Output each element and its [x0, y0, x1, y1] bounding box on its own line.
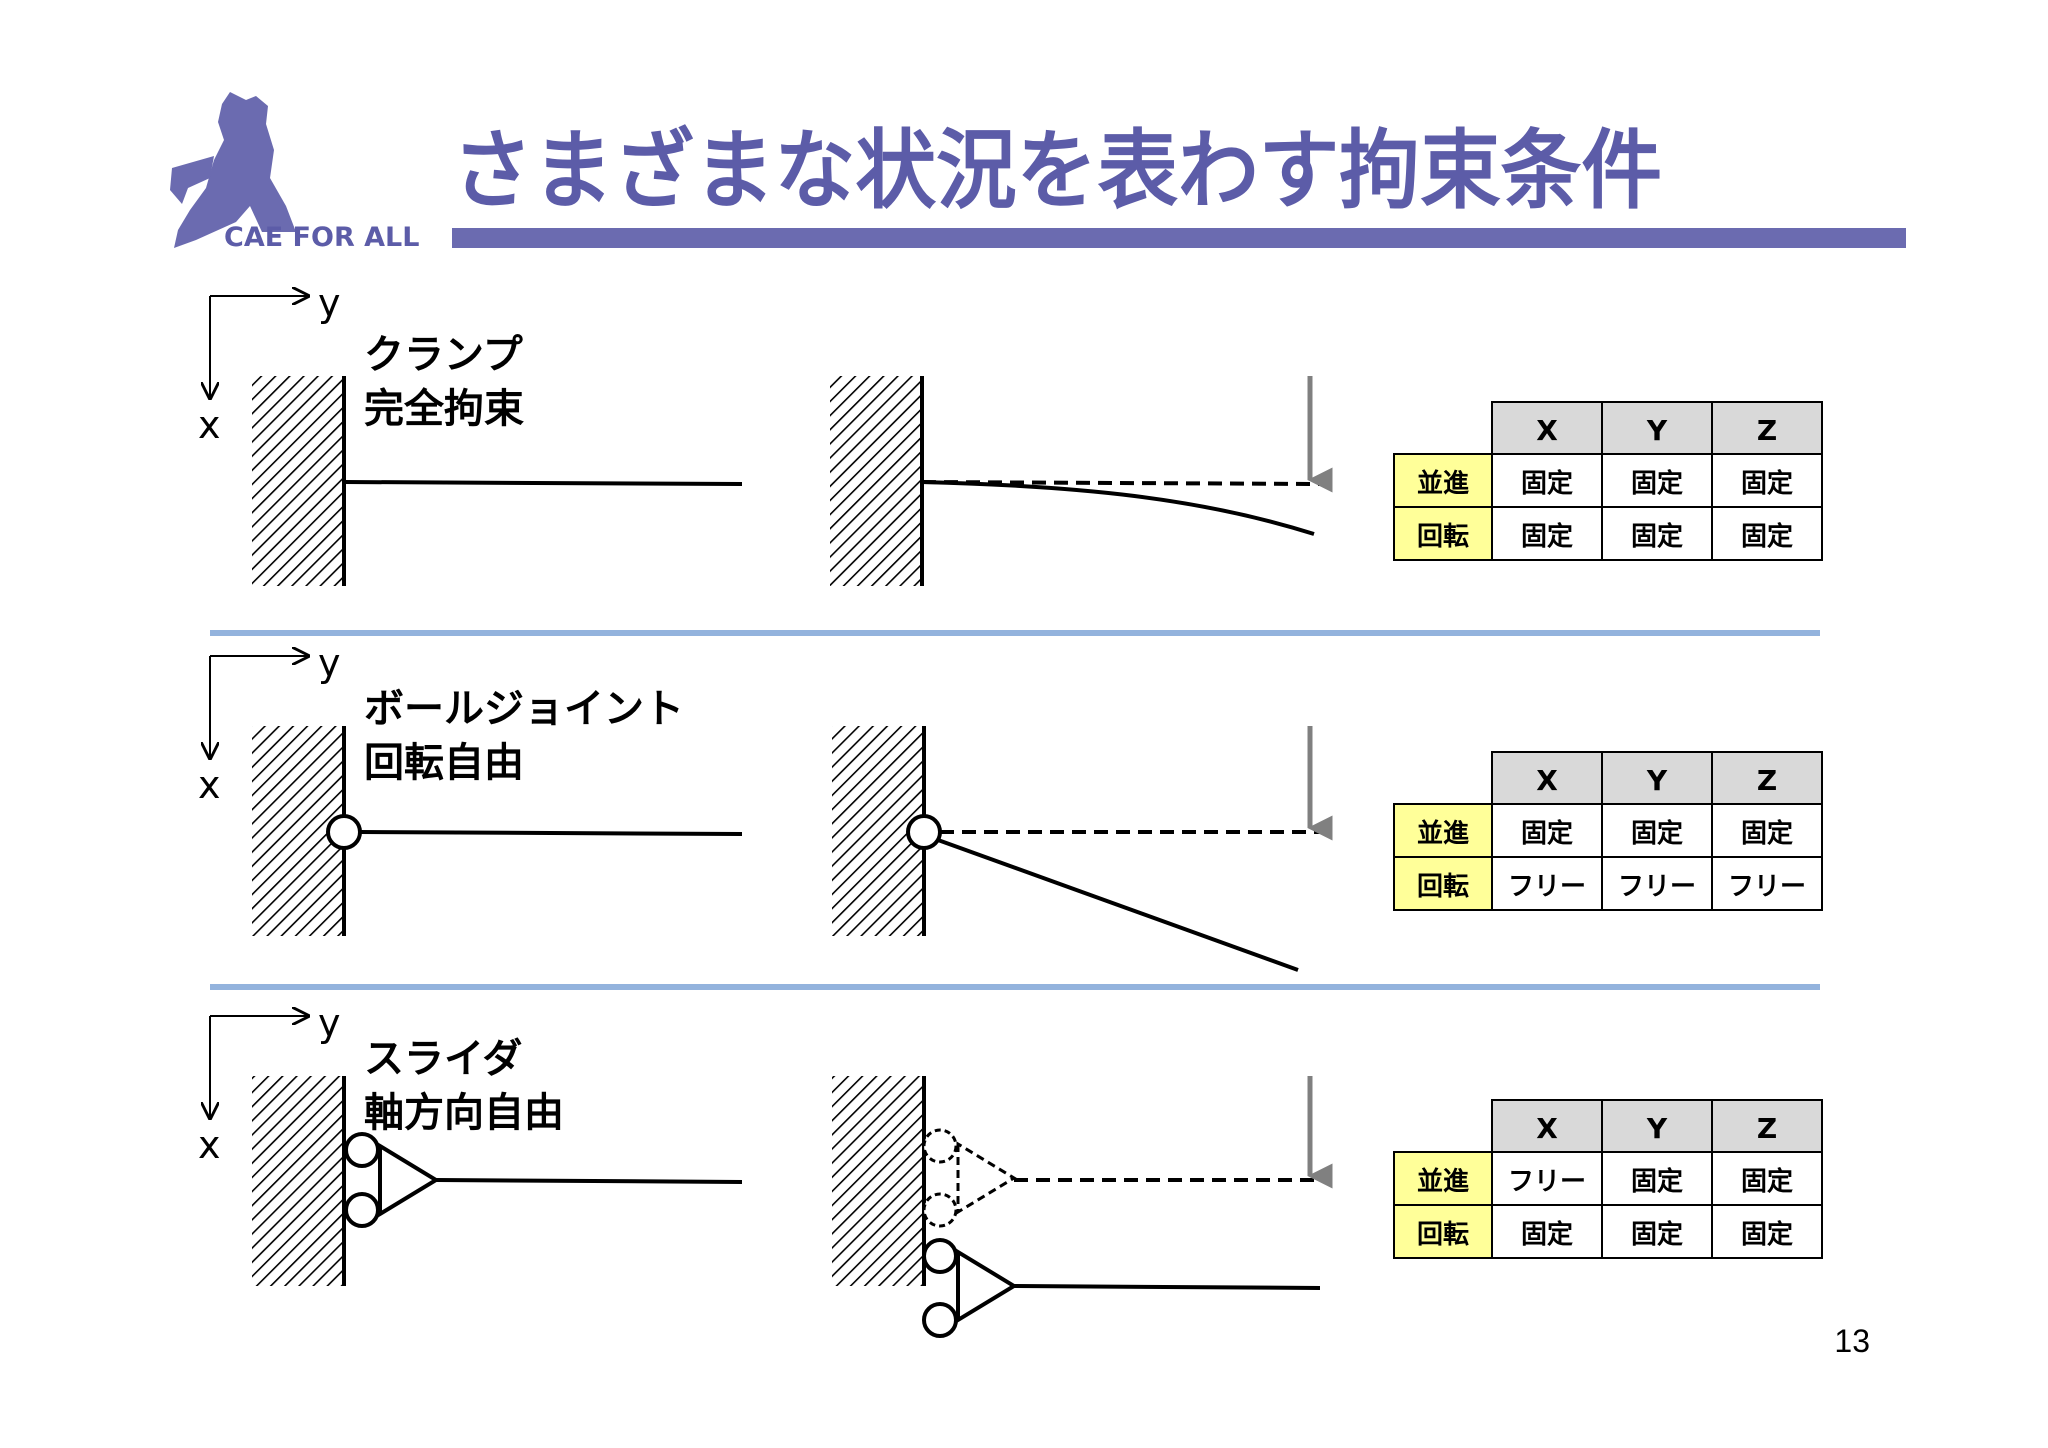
fixed-wall [832, 1076, 924, 1286]
table-cell: 固定 [1741, 1166, 1793, 1197]
table-header: Z [1757, 414, 1777, 447]
axis-indicator: y x [198, 641, 341, 807]
logo: CAE FOR ALL [170, 92, 419, 253]
deflected-beam [921, 480, 1315, 536]
table-cell: 固定 [1741, 818, 1793, 849]
table-cell: 固定 [1741, 521, 1793, 552]
slider-original-position-icon [922, 1128, 1017, 1228]
table-cell: 固定 [1631, 1219, 1683, 1250]
page-title: さまざまな状況を表わす拘束条件 [452, 121, 1662, 221]
table-cell: フリー [1618, 872, 1696, 902]
table-header: Y [1646, 764, 1668, 797]
table-cell: フリー [1508, 1167, 1586, 1197]
logo-text: CAE FOR ALL [224, 222, 419, 253]
page-number: 13 [1834, 1323, 1870, 1359]
constraint-table: X Y Z 並進 フリー 固定 固定 回転 固定 固定 固定 [1393, 1099, 1823, 1259]
axis-x-label: x [198, 403, 221, 447]
table-cell: 固定 [1631, 468, 1683, 499]
rotated-beam [937, 838, 1299, 972]
table-cell: 固定 [1521, 521, 1573, 552]
fixed-wall [252, 376, 344, 586]
table-cell: 固定 [1521, 1219, 1573, 1250]
table-cell: 固定 [1521, 468, 1573, 499]
table-header: X [1536, 414, 1558, 447]
section-separator [210, 630, 1820, 636]
ball-joint-icon [326, 814, 362, 850]
table-header: Y [1646, 414, 1668, 447]
constraint-description: 完全拘束 [364, 386, 524, 432]
row-label: 並進 [1417, 819, 1469, 849]
slider-support-icon [344, 1132, 440, 1228]
table-header: X [1536, 764, 1558, 797]
beam [343, 480, 743, 486]
axis-y-label: y [318, 641, 341, 685]
beam [435, 1178, 743, 1184]
axis-y-label: y [318, 1001, 341, 1045]
fixed-wall [830, 376, 922, 586]
title-bar [452, 228, 1906, 248]
table-cell: 固定 [1631, 1166, 1683, 1197]
table-cell: フリー [1508, 872, 1586, 902]
row-label: 回転 [1417, 522, 1469, 552]
axis-y-label: y [318, 281, 341, 325]
table-cell: 固定 [1631, 818, 1683, 849]
axis-x-label: x [198, 1123, 221, 1167]
constraint-description: 軸方向自由 [364, 1090, 564, 1136]
slider-support-icon [922, 1238, 1018, 1338]
constraint-name: スライダ [364, 1036, 522, 1082]
table-header: Z [1757, 1112, 1777, 1145]
section-ball-joint: y x ボールジョイント 回転自由 X Y Z 並進 固定 固 [198, 641, 1823, 972]
row-label: 回転 [1417, 872, 1469, 902]
axis-x-label: x [198, 763, 221, 807]
row-label: 並進 [1417, 1167, 1469, 1197]
row-label: 回転 [1417, 1220, 1469, 1250]
row-label: 並進 [1417, 469, 1469, 499]
constraint-name: クランプ [364, 332, 523, 378]
axis-indicator: y x [198, 281, 341, 447]
constraint-description: 回転自由 [364, 740, 524, 786]
constraint-name: ボールジョイント [364, 686, 684, 732]
table-header: Y [1646, 1112, 1668, 1145]
table-cell: 固定 [1741, 1219, 1793, 1250]
table-cell: 固定 [1521, 818, 1573, 849]
logo-figure-icon [174, 92, 296, 248]
axis-indicator: y x [198, 1001, 341, 1167]
constraint-table: X Y Z 並進 固定 固定 固定 回転 固定 固定 固定 [1393, 401, 1823, 561]
table-cell: 固定 [1631, 521, 1683, 552]
beam [359, 830, 743, 836]
constraint-table: X Y Z 並進 固定 固定 固定 回転 フリー フリー フリー [1393, 751, 1823, 911]
table-cell: 固定 [1741, 468, 1793, 499]
section-separator [210, 984, 1820, 990]
ball-joint-icon [906, 814, 942, 850]
table-header: Z [1757, 764, 1777, 797]
displaced-beam [1013, 1284, 1321, 1290]
fixed-wall [252, 1076, 344, 1286]
section-slider: y x スライダ 軸方向自由 [198, 1001, 1823, 1338]
table-header: X [1536, 1112, 1558, 1145]
table-cell: フリー [1728, 872, 1806, 902]
section-clamp: y x クランプ 完全拘束 X Y Z 並進 固定 [198, 281, 1823, 586]
logo-cape-icon [170, 156, 214, 204]
